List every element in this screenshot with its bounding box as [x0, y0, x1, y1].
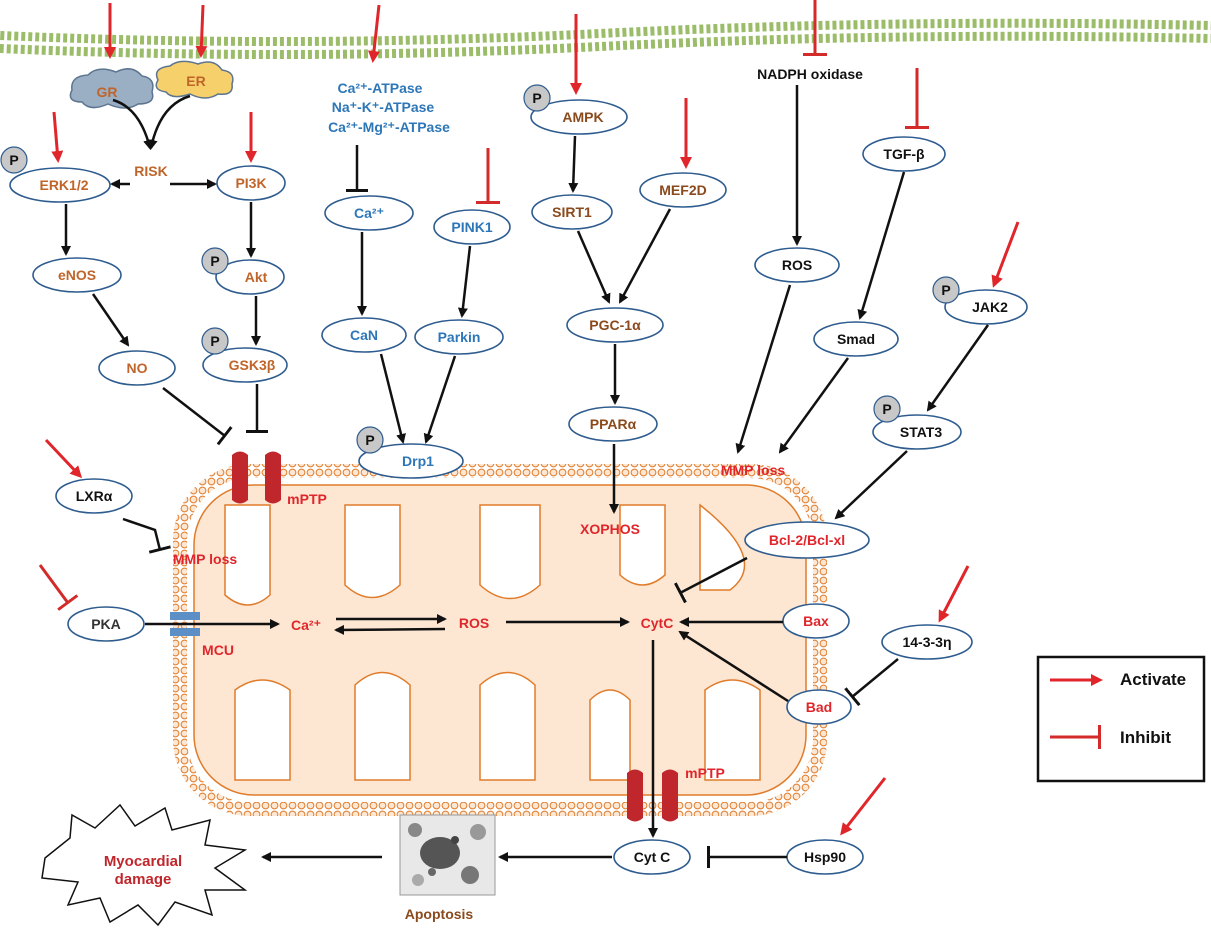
- phospho-ampk: P: [532, 90, 541, 106]
- node-gsk3b: GSK3β: [229, 357, 276, 373]
- mptp-channel-bottom: [627, 769, 678, 822]
- edges: [61, 85, 990, 868]
- node-ampk: AMPK: [562, 109, 603, 125]
- label-ros-inner: ROS: [459, 615, 489, 631]
- node-atpase3: Ca²⁺-Mg²⁺-ATPase: [328, 119, 450, 135]
- node-risk: RISK: [134, 163, 167, 179]
- label-mmp-loss-right: MMP loss: [721, 462, 786, 478]
- label-mptp-bottom: mPTP: [685, 765, 725, 781]
- node-tgfb: TGF-β: [883, 146, 925, 162]
- node-ca-top: Ca²⁺: [354, 205, 384, 221]
- label-mptp-top: mPTP: [287, 491, 327, 507]
- mptp-channel-top: [232, 451, 281, 504]
- node-lxra: LXRα: [76, 488, 113, 504]
- node-erk: ERK1/2: [39, 177, 88, 193]
- label-xophos: XOPHOS: [580, 521, 640, 537]
- node-sirt1: SIRT1: [552, 204, 592, 220]
- node-cytc-out: Cyt C: [634, 849, 671, 865]
- node-14-3-3: 14-3-3η: [902, 634, 951, 650]
- node-atpase2: Na⁺-K⁺-ATPase: [332, 99, 435, 115]
- phospho-erk: P: [9, 152, 18, 168]
- node-mef2d: MEF2D: [659, 182, 706, 198]
- label-damage: damage: [115, 871, 172, 888]
- node-nadph: NADPH oxidase: [757, 66, 863, 82]
- phospho-circles: [0, 84, 960, 454]
- label-mmp-loss-left: MMP loss: [173, 551, 238, 567]
- node-akt: Akt: [245, 269, 268, 285]
- node-no: NO: [127, 360, 148, 376]
- label-myocardial: Myocardial: [104, 853, 182, 870]
- node-pka: PKA: [91, 616, 121, 632]
- legend-inhibit-label: Inhibit: [1120, 728, 1171, 747]
- node-jak2: JAK2: [972, 299, 1008, 315]
- node-drp1: Drp1: [402, 453, 434, 469]
- node-pgc1a: PGC-1α: [589, 317, 641, 333]
- phospho-gsk3b: P: [210, 333, 219, 349]
- node-ros-top: ROS: [782, 257, 812, 273]
- mcu-channel: [170, 612, 200, 636]
- er-cloud: [155, 60, 234, 99]
- gr-cloud: [69, 68, 154, 109]
- phospho-drp1: P: [365, 432, 374, 448]
- node-pink1: PINK1: [451, 219, 492, 235]
- label-cytc-inner: CytC: [641, 615, 674, 631]
- legend: [1036, 655, 1206, 783]
- node-hsp90: Hsp90: [804, 849, 846, 865]
- phospho-stat3: P: [882, 401, 891, 417]
- myocardial-damage-burst: [41, 803, 248, 927]
- node-ppara: PPARα: [590, 416, 637, 432]
- node-gr: GR: [97, 84, 118, 100]
- label-apoptosis: Apoptosis: [405, 906, 474, 922]
- label-mcu: MCU: [202, 642, 234, 658]
- node-pi3k: PI3K: [235, 175, 266, 191]
- mitochondrion: [173, 464, 827, 816]
- node-smad: Smad: [837, 331, 875, 347]
- node-bad: Bad: [806, 699, 832, 715]
- red-activate-arrows: [44, 3, 1020, 836]
- node-atpase1: Ca²⁺-ATPase: [338, 80, 423, 96]
- node-bax: Bax: [803, 613, 829, 629]
- legend-activate-label: Activate: [1120, 670, 1186, 689]
- cell-membrane: [0, 18, 1211, 60]
- mito-cristae: [224, 503, 761, 781]
- node-enos: eNOS: [58, 267, 96, 283]
- node-can: CaN: [350, 327, 378, 343]
- node-bcl2: Bcl-2/Bcl-xl: [769, 532, 845, 548]
- label-ca-inner: Ca²⁺: [291, 617, 321, 633]
- node-er: ER: [186, 73, 205, 89]
- node-parkin: Parkin: [438, 329, 481, 345]
- phospho-akt: P: [210, 253, 219, 269]
- node-ovals: [9, 99, 1028, 875]
- apoptosis-cell-image: [399, 814, 496, 896]
- node-stat3: STAT3: [900, 424, 942, 440]
- phospho-jak2: P: [941, 282, 950, 298]
- red-inhibit-arrows: [38, 0, 929, 611]
